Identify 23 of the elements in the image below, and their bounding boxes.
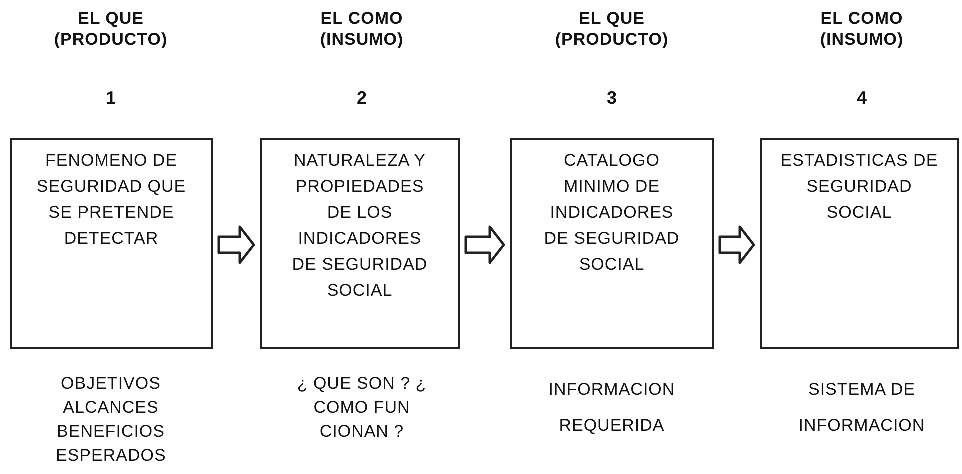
- process-box: [260, 138, 460, 349]
- box-text: FENOMENO DE SEGURIDAD QUE SE PRETENDE DETECTAR: [36, 150, 186, 250]
- step-number: 4: [856, 88, 868, 109]
- step-number: 3: [606, 88, 618, 109]
- process-box: [10, 138, 213, 349]
- step-note: OBJETIVOS ALCANCES BENEFICIOS ESPERADOS: [56, 373, 166, 467]
- column-heading: EL COMO (INSUMO): [819, 8, 905, 50]
- column-heading: EL QUE (PRODUCTO): [554, 8, 670, 50]
- process-box: [760, 138, 959, 349]
- step-note: SISTEMA DE INFORMACION: [798, 379, 926, 437]
- box-text: CATALOGO MINIMO DE INDICADORES DE SEGURIDAD SOCIAL: [543, 150, 681, 276]
- box-text: NATURALEZA Y PROPIEDADES DE LOS INDICADORES DE SEGURIDAD SOCIAL: [291, 150, 429, 302]
- step-number: 2: [356, 88, 368, 109]
- block-arrow: [464, 226, 506, 264]
- step-number: 1: [104, 88, 117, 109]
- step-note: INFORMACION REQUERIDA: [548, 379, 676, 437]
- column-heading: EL QUE (PRODUCTO): [53, 8, 169, 50]
- process-box: [510, 138, 714, 349]
- column-heading: EL COMO (INSUMO): [319, 8, 405, 50]
- step-note: ¿ QUE SON ? ¿ COMO FUN CIONAN ?: [296, 373, 428, 443]
- block-arrow: [218, 226, 256, 264]
- block-arrow: [718, 226, 756, 264]
- box-text: ESTADISTICAS DE SEGURIDAD SOCIAL: [780, 150, 940, 224]
